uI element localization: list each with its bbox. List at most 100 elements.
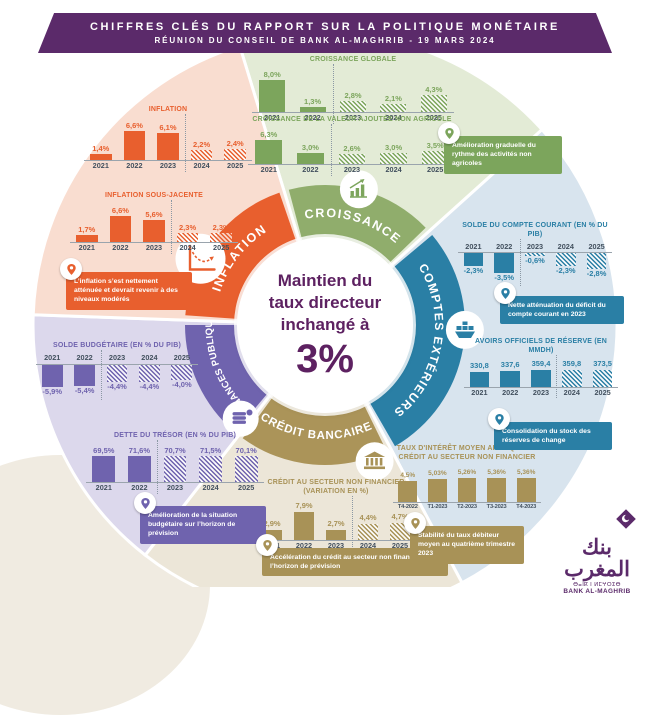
bar-column: 4,4% xyxy=(352,499,384,540)
bar-value: 5,26% xyxy=(457,468,477,476)
bar-column: 7,9% xyxy=(288,499,320,540)
chart-title: TAUX D'INTÉRÊT MOYEN APPLIQUÉ AU CRÉDIT … xyxy=(396,445,538,461)
bar xyxy=(255,139,283,164)
bar xyxy=(494,253,515,274)
bar-column: -2,3% xyxy=(458,253,489,286)
note-text: Accélération du crédit au secteur non fi… xyxy=(270,554,435,571)
axis-year: 2024 xyxy=(359,540,377,550)
bar-value: 373,5 xyxy=(593,359,612,369)
bar xyxy=(427,478,447,502)
bar xyxy=(157,132,179,160)
bar-value: 6,6% xyxy=(125,120,143,130)
bar-value: 71,5% xyxy=(199,445,222,455)
chart-credit-snf: CRÉDIT AU SECTEUR NON FINANCIER (VARIATI… xyxy=(256,479,416,552)
bar xyxy=(92,455,116,482)
chart-title: SOLDE BUDGÉTAIRE (EN % DU PIB) xyxy=(53,342,181,349)
logo-arabic: بنك المغرب xyxy=(564,536,630,582)
bar-value: 2,7% xyxy=(327,519,345,529)
ship-icon xyxy=(445,310,484,349)
bar xyxy=(380,103,407,112)
bar xyxy=(516,477,536,502)
bar-value: -0,6% xyxy=(525,256,545,266)
forecast-divider xyxy=(184,113,186,172)
bar-value: 70,7% xyxy=(164,445,186,455)
axis-year: 2022 xyxy=(76,352,93,362)
axis-year: 2025 xyxy=(213,242,230,252)
bar-value: 330,8 xyxy=(470,361,489,371)
bar-value: 2,3% xyxy=(179,222,197,232)
bar-value: 2,6% xyxy=(343,143,361,153)
bar-value: 2,4% xyxy=(226,138,244,148)
policy-rate-value: 3% xyxy=(296,337,354,382)
axis-year: 2022 xyxy=(126,160,143,170)
band-inflation xyxy=(185,192,297,319)
note-finances: Amélioration de la situation budgétaire … xyxy=(134,492,266,544)
bar-value: 8,0% xyxy=(263,69,281,79)
bar xyxy=(106,364,128,382)
bar xyxy=(561,369,582,387)
axis-year: 2022 xyxy=(295,540,313,550)
center-line-1: Maintien du xyxy=(277,270,373,290)
bar xyxy=(325,529,347,540)
bar-value: -2,3% xyxy=(463,266,484,276)
bar-column: 2,6% xyxy=(331,127,373,164)
band-comptes xyxy=(369,235,465,447)
chart-compte-courant: SOLDE DU COMPTE COURANT (EN % DU PIB)202… xyxy=(458,222,612,287)
bar-column: 1,4% xyxy=(84,117,118,160)
center-line-2: taux directeur xyxy=(268,292,382,312)
bar-column: 330,8 xyxy=(464,358,495,387)
bar xyxy=(76,234,98,242)
bar-value: 6,1% xyxy=(159,122,177,132)
bar xyxy=(143,219,165,242)
bar-column: 337,6 xyxy=(495,358,526,387)
forecast-divider xyxy=(352,495,353,552)
pin-icon xyxy=(494,282,516,304)
bar xyxy=(299,106,326,112)
bar xyxy=(224,148,246,160)
bar xyxy=(199,455,222,482)
chart-title: AVOIRS OFFICIELS DE RÉSERVE (EN MMDH) xyxy=(475,338,607,354)
bar xyxy=(357,523,379,540)
bar-column: 359,8 xyxy=(556,358,587,387)
bar-value: 71,6% xyxy=(128,445,151,455)
bar-value: -4,0% xyxy=(172,379,192,389)
bar-value: 2,8% xyxy=(344,90,362,100)
bar-column: 70,1% xyxy=(228,443,264,482)
axis-year: 2024 xyxy=(563,387,580,397)
bar-column: 6,3% xyxy=(248,127,290,164)
forecast-divider xyxy=(170,199,172,254)
axis-year: 2021 xyxy=(465,241,482,251)
center-disc: Maintien du taux directeur inchangé à 3% xyxy=(237,237,413,413)
bar-column: 2,2% xyxy=(185,117,219,160)
bar xyxy=(90,153,112,160)
bar-value: 69,5% xyxy=(93,445,115,455)
bar-column: 3,0% xyxy=(290,127,332,164)
pin-icon xyxy=(60,258,82,280)
bar-column: 6,1% xyxy=(151,117,185,160)
bar-column: 3,0% xyxy=(373,127,415,164)
axis-year: T3-2023 xyxy=(486,503,507,510)
forecast-divider xyxy=(157,439,159,494)
bar xyxy=(297,152,324,164)
axis-year: 2024 xyxy=(193,160,210,170)
bar-column: 1,7% xyxy=(70,203,104,242)
axis-year: 2021 xyxy=(471,387,488,397)
bar-column: 4,3% xyxy=(414,67,454,112)
bar xyxy=(421,150,449,164)
chart-title: INFLATION xyxy=(148,106,188,113)
pin-icon xyxy=(256,534,278,556)
bar xyxy=(293,511,315,540)
bar-column: -4,4% xyxy=(133,364,165,400)
bar xyxy=(487,477,507,502)
axis-year: 2022 xyxy=(496,241,513,251)
bar-value: 5,36% xyxy=(487,468,506,476)
chart-title: INFLATION SOUS-JACENTE xyxy=(105,192,203,199)
bar-value: -5,4% xyxy=(74,385,95,395)
bar xyxy=(123,130,146,160)
bar-value: 4,4% xyxy=(359,513,377,523)
axis-year: 2021 xyxy=(264,112,281,122)
header-banner: CHIFFRES CLÉS DU RAPPORT SUR LA POLITIQU… xyxy=(38,13,612,53)
